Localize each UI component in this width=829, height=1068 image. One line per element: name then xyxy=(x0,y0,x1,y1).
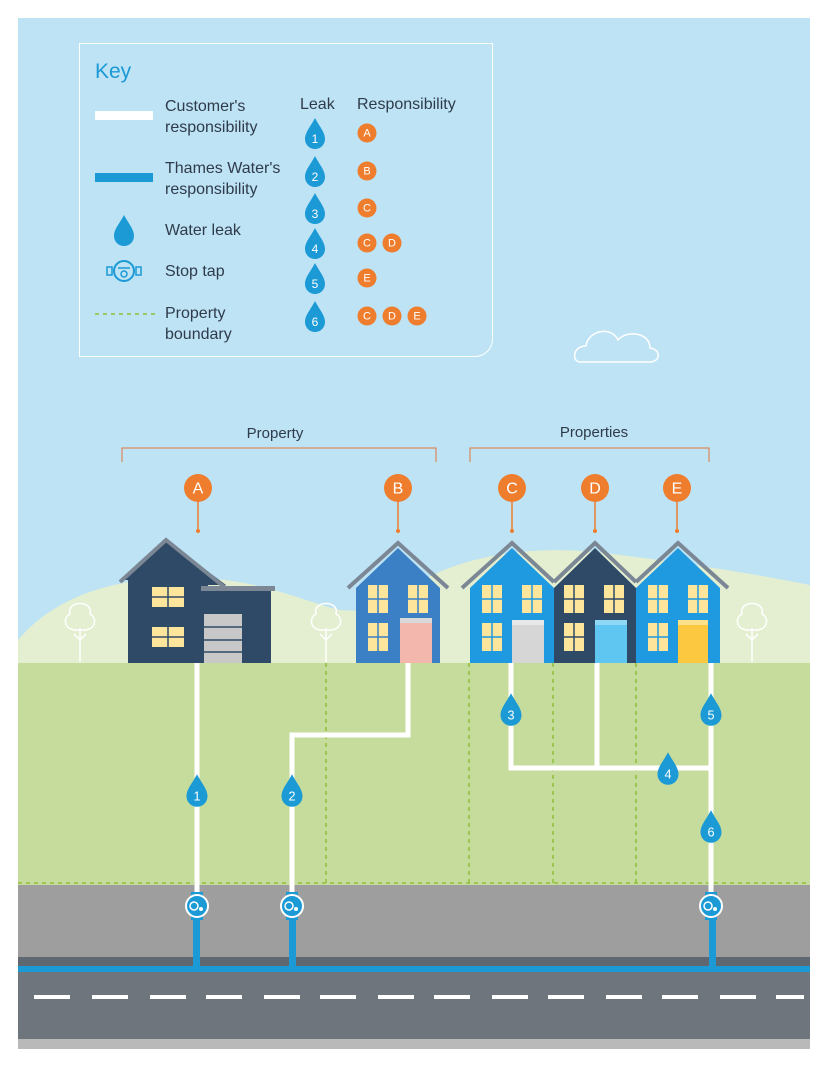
marker-stems xyxy=(197,500,678,530)
svg-text:2: 2 xyxy=(288,790,295,804)
leak-6-icon: 6 xyxy=(700,810,722,843)
properties-group-label: Properties xyxy=(559,424,629,441)
marker-e-badge: E xyxy=(663,474,691,502)
svg-text:6: 6 xyxy=(312,315,319,329)
house-c xyxy=(460,540,556,663)
key-responsibility-C-badge: C xyxy=(357,233,377,253)
svg-text:4: 4 xyxy=(312,242,319,256)
svg-text:2: 2 xyxy=(312,170,319,184)
svg-text:D: D xyxy=(388,238,396,250)
road xyxy=(18,969,810,1039)
svg-text:C: C xyxy=(363,203,371,215)
key-panel xyxy=(79,43,493,357)
thames-responsibility-label: Thames Water's responsibility xyxy=(165,160,281,198)
svg-text:B: B xyxy=(393,480,404,497)
key-leak-3-icon: 3 xyxy=(305,193,325,224)
leak-column-header: Leak xyxy=(300,96,335,113)
house-d xyxy=(552,540,638,663)
leak-2-icon: 2 xyxy=(281,774,303,807)
cloud xyxy=(573,330,659,363)
svg-text:E: E xyxy=(363,273,370,285)
tree-icon xyxy=(64,602,768,662)
svg-text:5: 5 xyxy=(312,277,319,291)
stop-tap-icon xyxy=(699,892,723,920)
grass xyxy=(18,663,810,885)
key-responsibility-D-badge: D xyxy=(382,306,402,326)
property-boundary-label: Property boundary xyxy=(165,305,232,343)
marker-c-badge: C xyxy=(498,474,526,502)
key-responsibility-B-badge: B xyxy=(357,161,377,181)
key-leak-1-icon: 1 xyxy=(305,118,325,149)
svg-text:C: C xyxy=(363,311,371,323)
svg-text:E: E xyxy=(672,480,683,497)
road-edge xyxy=(18,1039,810,1049)
key-responsibility-D-badge: D xyxy=(382,233,402,253)
property-group-label: Property xyxy=(246,425,304,442)
key-leak-2-icon: 2 xyxy=(305,156,325,187)
customer-responsibility-label: Customer's responsibility xyxy=(165,98,258,136)
pavement xyxy=(18,885,810,957)
stop-tap-icon xyxy=(185,892,209,920)
leak-5-icon: 5 xyxy=(700,693,722,726)
key-leak-6-icon: 6 xyxy=(305,301,325,332)
svg-text:3: 3 xyxy=(507,709,514,723)
marker-a-badge: A xyxy=(184,474,212,502)
key-responsibility-C-badge: C xyxy=(357,306,377,326)
svg-text:A: A xyxy=(193,480,204,497)
svg-text:C: C xyxy=(506,480,518,497)
marker-b-badge: B xyxy=(384,474,412,502)
svg-text:4: 4 xyxy=(664,768,671,782)
svg-text:1: 1 xyxy=(312,132,319,146)
svg-text:D: D xyxy=(589,480,601,497)
key-title: Key xyxy=(95,60,132,83)
marker-d-badge: D xyxy=(581,474,609,502)
leak-3-icon: 3 xyxy=(500,693,522,726)
svg-text:5: 5 xyxy=(707,709,714,723)
key-responsibility-E-badge: E xyxy=(357,268,377,288)
key-responsibility-E-badge: E xyxy=(407,306,427,326)
house-e xyxy=(634,540,730,663)
thames-supply-pipes xyxy=(193,905,716,969)
svg-text:3: 3 xyxy=(312,207,319,221)
key-responsibility-C-badge: C xyxy=(357,198,377,218)
key-graphics xyxy=(95,111,155,315)
stop-tap-icon xyxy=(280,892,304,920)
svg-text:6: 6 xyxy=(707,826,714,840)
svg-text:C: C xyxy=(363,238,371,250)
stop-tap-label: Stop tap xyxy=(165,263,225,280)
svg-text:E: E xyxy=(413,311,420,323)
water-leak-label: Water leak xyxy=(165,222,241,239)
key-leak-5-icon: 5 xyxy=(305,263,325,294)
leak-1-icon: 1 xyxy=(186,774,208,807)
leak-4-icon: 4 xyxy=(657,752,679,785)
key-responsibility-A-badge: A xyxy=(357,123,377,143)
stop-tap-icon xyxy=(106,260,142,282)
house-a xyxy=(118,537,275,663)
svg-text:1: 1 xyxy=(193,790,200,804)
key-leak-4-icon: 4 xyxy=(305,228,325,259)
svg-text:A: A xyxy=(363,128,371,140)
house-b xyxy=(346,540,450,663)
thames-pipe-swatch xyxy=(95,173,153,182)
main-pipe xyxy=(18,966,810,972)
svg-text:B: B xyxy=(363,166,370,178)
responsibility-column-header: Responsibility xyxy=(357,96,456,113)
property-bracket xyxy=(121,447,710,462)
property-boundaries xyxy=(18,663,810,884)
svg-text:D: D xyxy=(388,311,396,323)
customer-pipe-swatch xyxy=(95,111,153,120)
